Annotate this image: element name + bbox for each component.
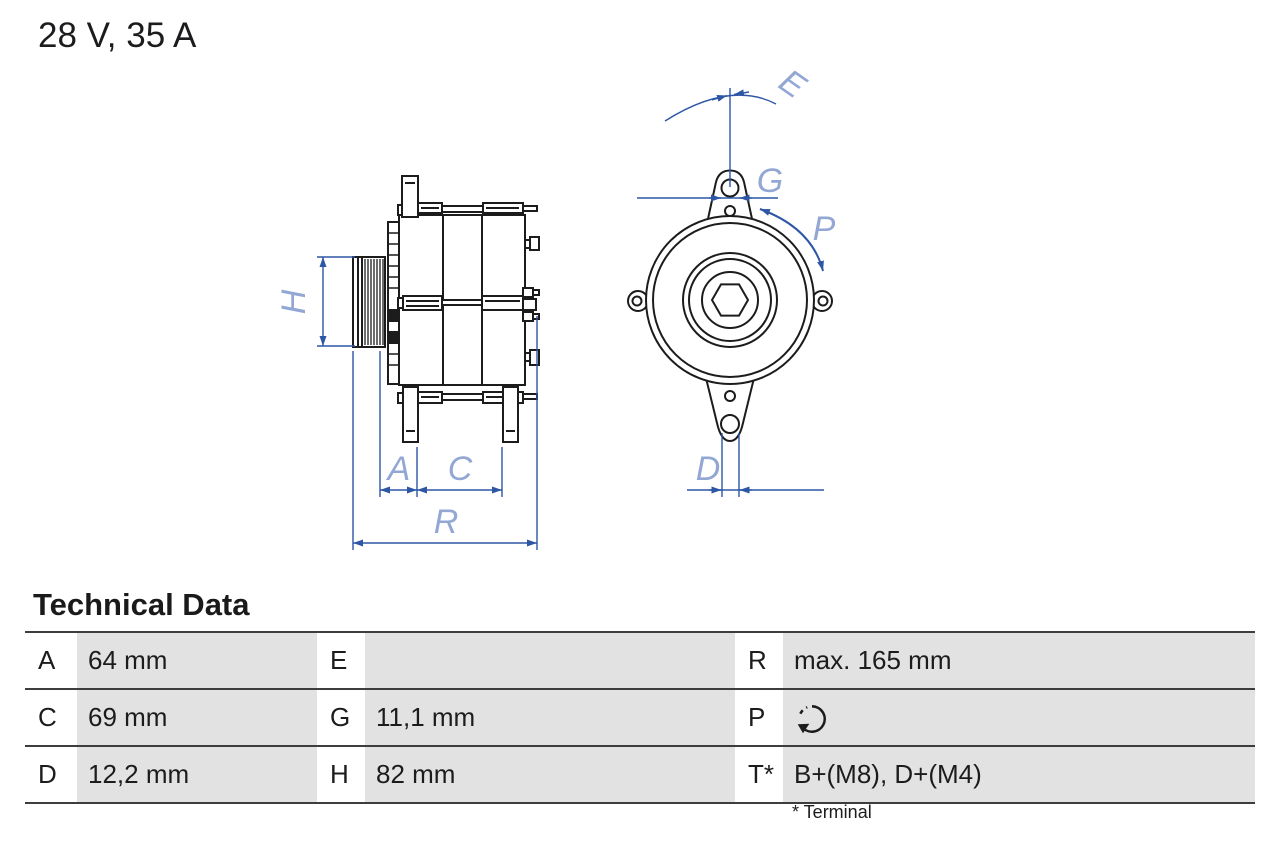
dimension-E-arrow-right (733, 89, 750, 97)
dim-key: T* (735, 747, 783, 802)
dim-value: 82 mm (365, 747, 735, 802)
dimension-E-arc (664, 94, 777, 122)
dim-label-H: H (275, 289, 313, 314)
dim-label-G: G (757, 162, 783, 200)
dimension-extension-lines (352, 316, 538, 550)
product-rating: 28 V, 35 A (38, 16, 197, 55)
technical-data-table: A 64 mm E R max. 165 mm C 69 mm G 11,1 m… (25, 631, 1255, 804)
dim-value: B+(M8), D+(M4) (783, 747, 1255, 802)
table-title: Technical Data (33, 587, 250, 622)
dim-key: A (25, 633, 77, 688)
dim-key: H (317, 747, 365, 802)
dim-value: 12,2 mm (77, 747, 317, 802)
dim-label-D: D (696, 450, 721, 488)
dimension-lines (317, 88, 824, 550)
table-row: C 69 mm G 11,1 mm P (25, 688, 1255, 745)
dim-value: max. 165 mm (783, 633, 1255, 688)
dim-label-A: A (386, 450, 411, 488)
dim-value: 64 mm (77, 633, 317, 688)
table-row: A 64 mm E R max. 165 mm (25, 631, 1255, 688)
dimension-P-arc (759, 208, 824, 272)
alternator-front-view (627, 169, 833, 443)
clockwise-rotation-icon (797, 704, 826, 733)
dim-value: 69 mm (77, 690, 317, 745)
table-row: D 12,2 mm H 82 mm T* B+(M8), D+(M4) (25, 745, 1255, 804)
dim-value: 11,1 mm (365, 690, 735, 745)
technical-drawing: H A C R E G P D (275, 62, 836, 550)
dim-label-C: C (448, 450, 473, 488)
dimension-E-arrow-left (711, 94, 728, 102)
terminal-footnote: * Terminal (792, 802, 872, 822)
dim-key: P (735, 690, 783, 745)
dim-label-R: R (434, 503, 459, 541)
dim-key: E (317, 633, 365, 688)
dim-key: R (735, 633, 783, 688)
dim-value (365, 633, 735, 688)
dim-key: C (25, 690, 77, 745)
alternator-side-view (352, 175, 540, 443)
dim-value (783, 690, 1255, 745)
dim-key: G (317, 690, 365, 745)
dim-key: D (25, 747, 77, 802)
dim-label-P: P (813, 210, 836, 248)
dimension-D-extension (721, 433, 740, 497)
dim-label-E: E (772, 62, 813, 106)
hex-socket (710, 283, 750, 317)
